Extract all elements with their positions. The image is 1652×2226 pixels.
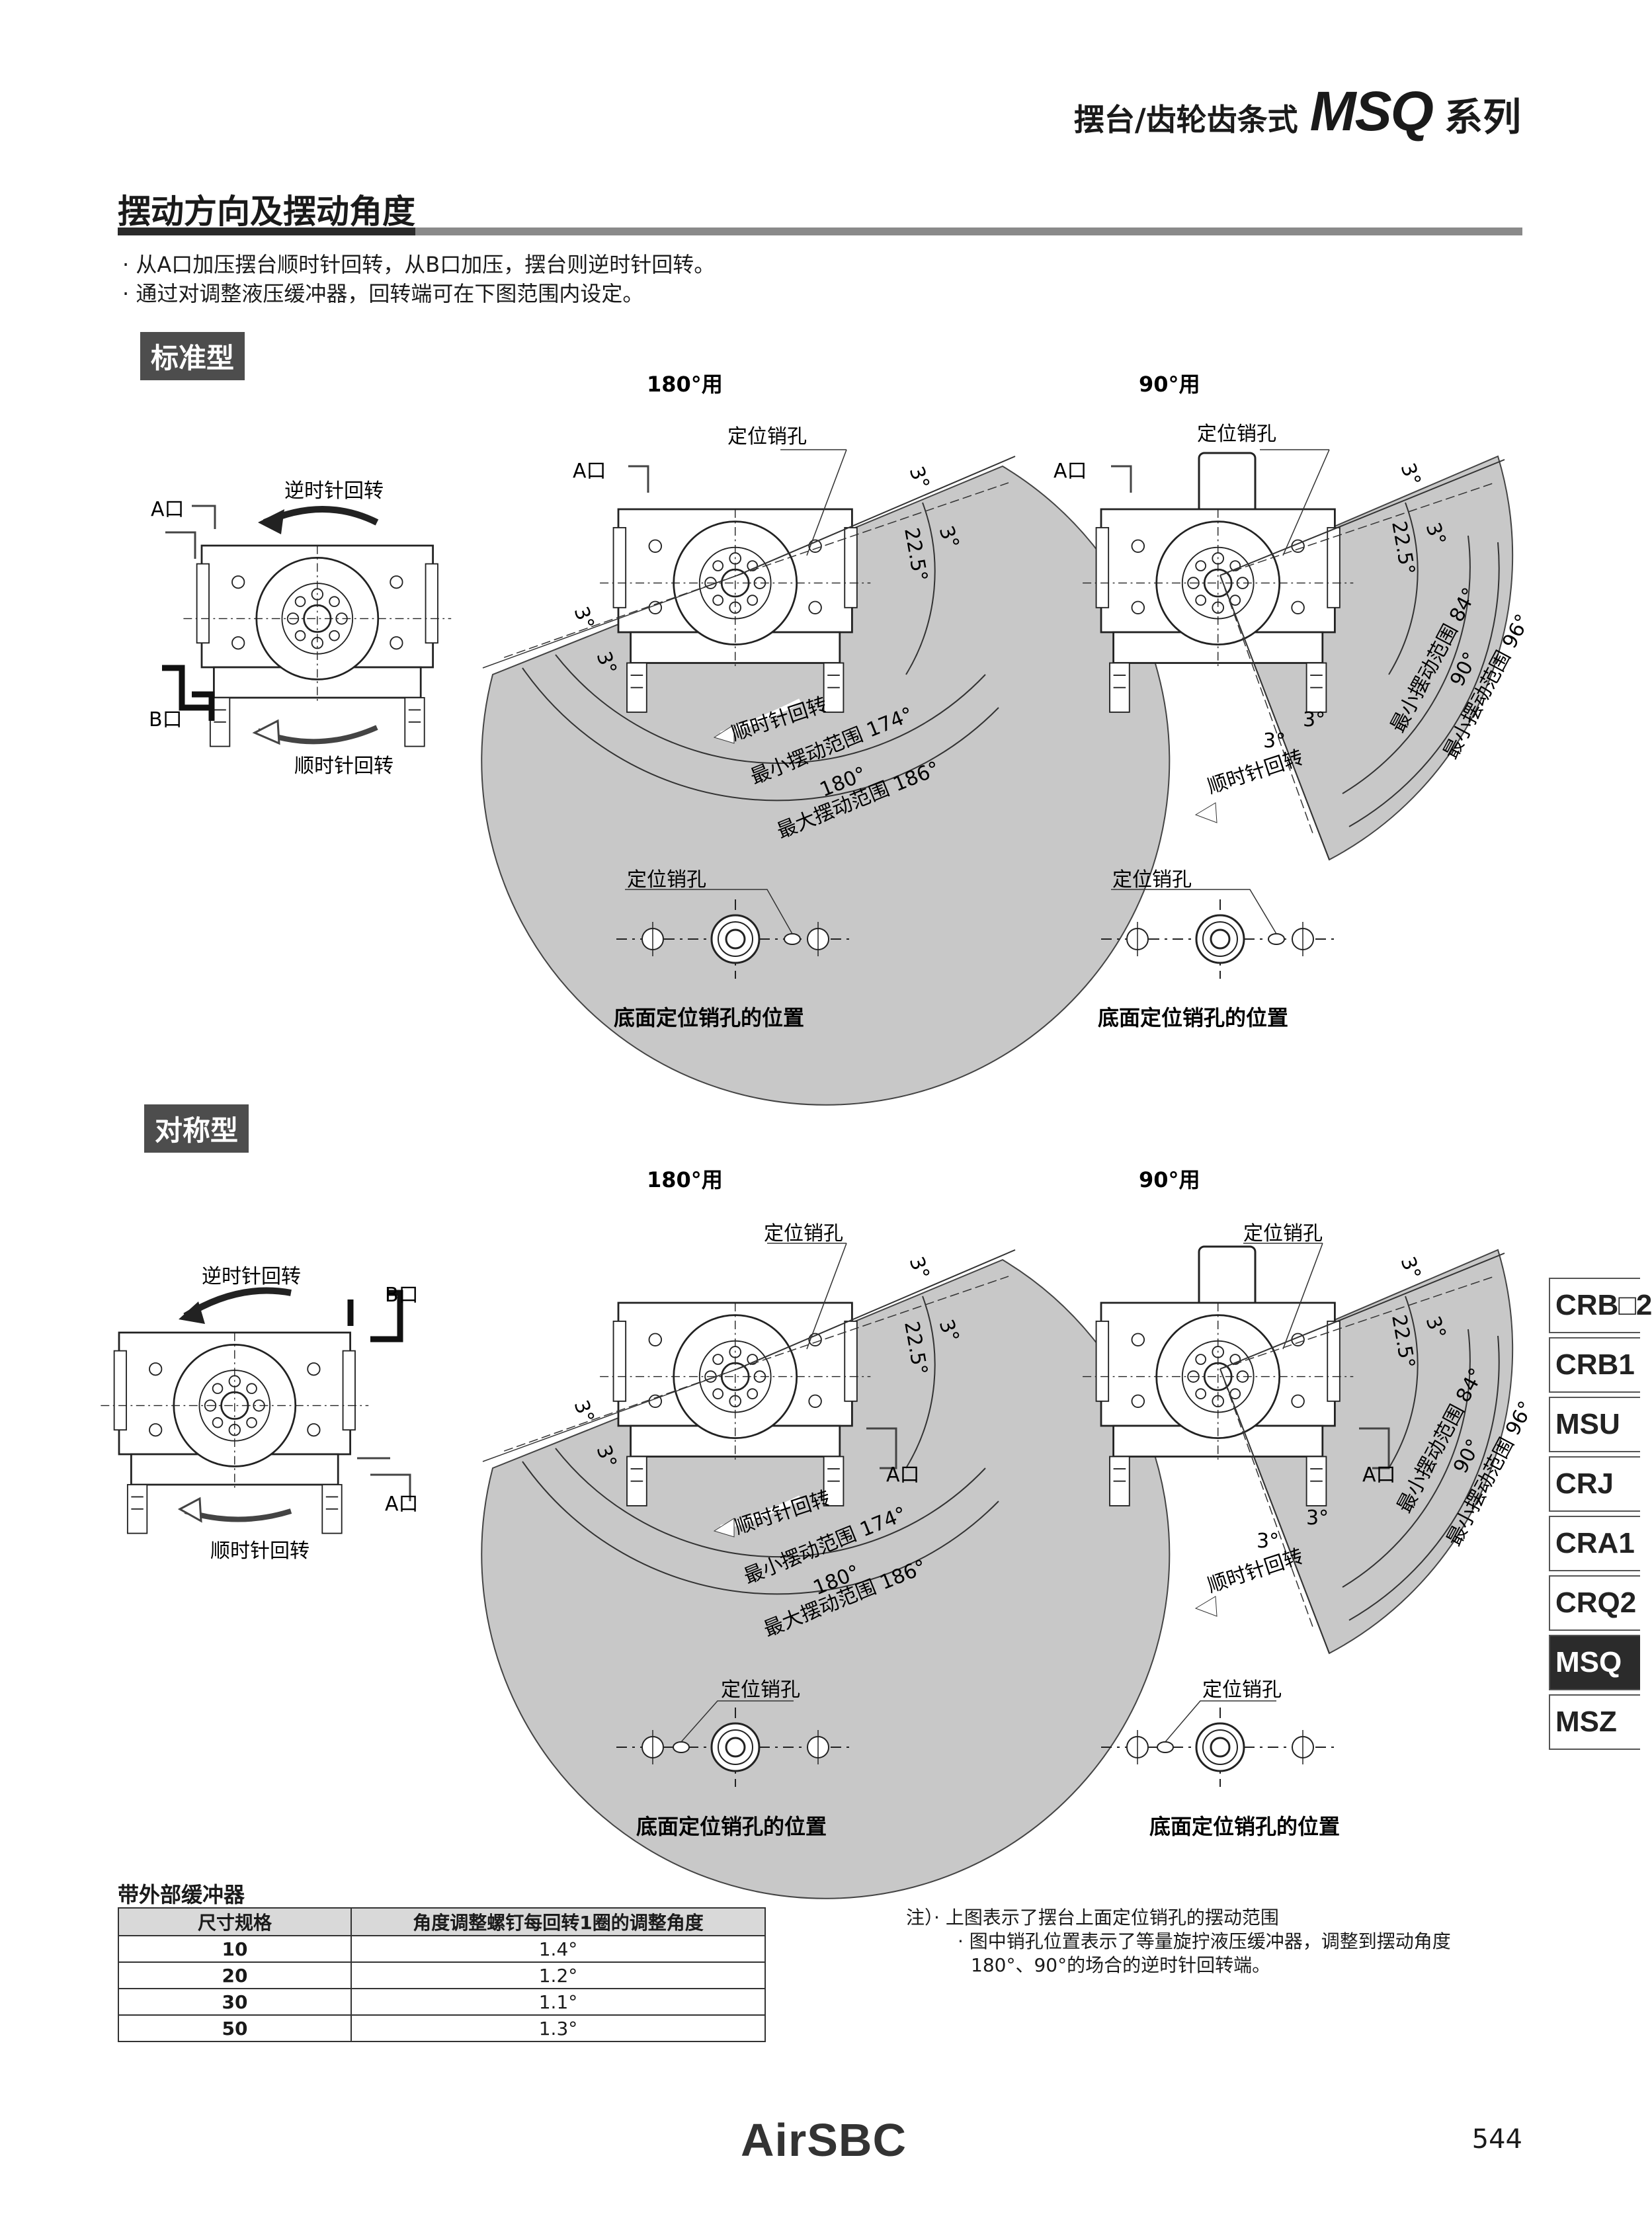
sym-180-title: 180°用 — [647, 1167, 723, 1192]
sym-180-port-a: A口 — [886, 1463, 920, 1487]
notes-prefix: 注）· — [906, 1907, 940, 1928]
notes-line1: 上图表示了摆台上面定位销孔的摆动范围 — [945, 1907, 1279, 1928]
standard-90-drawing — [1081, 449, 1514, 861]
std-left-cw: 顺时针回转 — [294, 755, 393, 778]
std-180-port-a: A口 — [573, 460, 606, 483]
side-tab-msu[interactable]: MSU — [1549, 1397, 1640, 1452]
page-number: 544 — [1471, 2124, 1522, 2155]
std-180-bottom-pin: 定位销孔 — [627, 868, 706, 891]
side-tab-crq2[interactable]: CRQ2 — [1549, 1575, 1640, 1631]
symmetric-180-drawing — [481, 1243, 1171, 1899]
adjustment-table: 尺寸规格 角度调整螺钉每回转1圈的调整角度 10 1.4° 20 1.2° 30… — [118, 1907, 766, 2042]
side-tab-crj[interactable]: CRJ — [1549, 1456, 1640, 1512]
side-tab-msq[interactable]: MSQ — [1549, 1635, 1640, 1690]
series-header: 摆台/齿轮齿条式 MSQ 系列 — [1074, 79, 1521, 144]
table-cell-size: 20 — [118, 1961, 352, 1989]
section-rule — [118, 227, 1522, 235]
sym-90-title: 90°用 — [1139, 1167, 1200, 1192]
bullet-item: 通过对调整液压缓冲器，回转端可在下图范围内设定。 — [122, 279, 715, 308]
sym-180-ang3-left: 3° — [569, 1397, 599, 1426]
sym-90-ang3-top: 3° — [1395, 1254, 1425, 1283]
std-90-bottom-pin: 定位销孔 — [1112, 868, 1192, 891]
sym-180-caption: 底面定位销孔的位置 — [636, 1814, 827, 1839]
symmetric-type-tag: 对称型 — [144, 1104, 249, 1153]
symmetric-overview-drawing — [100, 1287, 411, 1534]
std-90-ang3-bl: 3° — [1263, 729, 1286, 753]
standard-90-bottom-view — [1100, 889, 1341, 980]
series-suffix: 系列 — [1444, 95, 1521, 140]
sym-left-port-a: A口 — [385, 1493, 419, 1516]
table-row: 50 1.3° — [118, 2014, 766, 2042]
std-180-caption: 底面定位销孔的位置 — [614, 1005, 804, 1030]
side-tab-msz[interactable]: MSZ — [1549, 1694, 1640, 1750]
notes: 注）· 上图表示了摆台上面定位销孔的摆动范围 · 图中销孔位置表示了等量旋拧液压… — [906, 1906, 1451, 1977]
section-rule-accent — [118, 227, 415, 235]
side-tab-cra1[interactable]: CRA1 — [1549, 1516, 1640, 1571]
symmetric-90-bottom-view — [1100, 1700, 1341, 1788]
std-180-ang3-top: 3° — [904, 464, 934, 493]
section-title: 摆动方向及摆动角度 — [118, 192, 415, 231]
series-model: MSQ — [1309, 80, 1434, 142]
symmetric-180-bottom-view — [615, 1700, 856, 1788]
std-90-ang3-top: 3° — [1395, 460, 1425, 489]
series-category: 摆台/齿轮齿条式 — [1073, 102, 1298, 138]
side-tab-crb1[interactable]: CRB1 — [1549, 1337, 1640, 1393]
sym-90-ang3-br: 3° — [1306, 1506, 1329, 1530]
std-left-ccw: 逆时针回转 — [284, 479, 384, 503]
sym-180-pin-hole: 定位销孔 — [764, 1222, 843, 1245]
table-row: 10 1.4° — [118, 1935, 766, 1963]
sym-90-pin-hole: 定位销孔 — [1243, 1222, 1323, 1245]
sym-90-caption: 底面定位销孔的位置 — [1149, 1814, 1340, 1839]
sym-left-cw: 顺时针回转 — [210, 1540, 310, 1563]
std-90-caption: 底面定位销孔的位置 — [1098, 1005, 1288, 1030]
table-caption: 带外部缓冲器 — [118, 1882, 245, 1907]
std-180-pin-hole: 定位销孔 — [727, 425, 807, 448]
std-left-port-a: A口 — [151, 498, 185, 521]
table-header-angle: 角度调整螺钉每回转1圈的调整角度 — [351, 1907, 766, 1936]
sym-180-bottom-pin: 定位销孔 — [721, 1678, 800, 1702]
notes-line2: · 图中销孔位置表示了等量旋拧液压缓冲器，调整到摆动角度 — [958, 1930, 1451, 1952]
std-90-ang3-br: 3° — [1303, 708, 1325, 731]
sym-90-cw: 顺时针回转 — [1205, 1545, 1306, 1598]
std-180-ang3-left: 3° — [569, 604, 599, 633]
series-side-tabs: CRB□2 CRB1 MSU CRJ CRA1 CRQ2 MSQ MSZ — [1549, 1278, 1652, 1754]
symmetric-90-drawing — [1081, 1243, 1514, 1655]
std-left-port-b: B口 — [149, 708, 183, 731]
sym-90-port-a: A口 — [1362, 1463, 1396, 1487]
sym-left-port-b: B口 — [385, 1284, 419, 1307]
table-cell-angle: 1.1° — [351, 1988, 766, 2016]
std-90-title: 90°用 — [1139, 372, 1200, 397]
sym-90-ang3-bl: 3° — [1257, 1530, 1279, 1553]
sym-180-ang3-top: 3° — [904, 1254, 934, 1283]
sym-90-bottom-pin: 定位销孔 — [1202, 1678, 1282, 1702]
std-90-cw: 顺时针回转 — [1205, 746, 1306, 799]
standard-type-tag: 标准型 — [140, 332, 245, 380]
table-cell-angle: 1.4° — [351, 1935, 766, 1963]
bullet-item: 从A口加压摆台顺时针回转，从B口加压，摆台则逆时针回转。 — [122, 250, 715, 279]
std-90-port-a: A口 — [1053, 460, 1087, 483]
table-cell-size: 50 — [118, 2014, 352, 2042]
table-cell-size: 30 — [118, 1988, 352, 2016]
side-tab-crb2[interactable]: CRB□2 — [1549, 1278, 1652, 1333]
section-bullets: 从A口加压摆台顺时针回转，从B口加压，摆台则逆时针回转。 通过对调整液压缓冲器，… — [122, 250, 715, 308]
std-90-pin-hole: 定位销孔 — [1197, 423, 1276, 446]
table-header-row: 尺寸规格 角度调整螺钉每回转1圈的调整角度 — [118, 1907, 766, 1936]
standard-180-bottom-view — [615, 889, 856, 980]
table-row: 20 1.2° — [118, 1961, 766, 1989]
brand-logo: AirSBC — [741, 2114, 907, 2166]
sym-left-ccw: 逆时针回转 — [202, 1265, 301, 1288]
notes-line3: 180°、90°的场合的逆时针回转端。 — [971, 1954, 1271, 1976]
table-cell-angle: 1.2° — [351, 1961, 766, 1989]
table-header-size: 尺寸规格 — [118, 1907, 352, 1936]
table-cell-size: 10 — [118, 1935, 352, 1963]
std-180-title: 180°用 — [647, 372, 723, 397]
standard-overview-drawing — [162, 505, 452, 747]
table-cell-angle: 1.3° — [351, 2014, 766, 2042]
table-row: 30 1.1° — [118, 1988, 766, 2016]
